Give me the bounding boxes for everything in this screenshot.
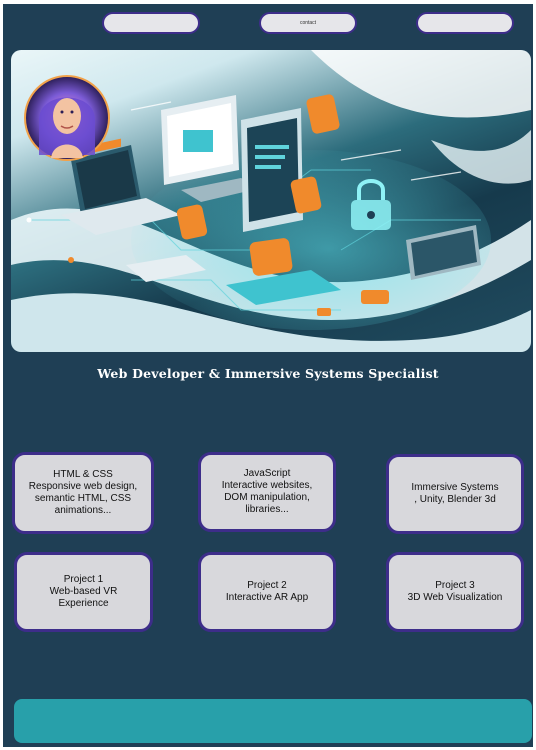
skill-card-html-css[interactable]: HTML & CSS Responsive web design, semant… — [12, 452, 154, 534]
orange-card-shape — [290, 176, 322, 214]
avatar — [24, 75, 110, 161]
card-title: JavaScript — [243, 468, 291, 479]
platform-shape — [126, 255, 206, 282]
card-title: HTML & CSS — [53, 469, 113, 480]
card-title: Project 2 — [247, 580, 287, 591]
card-description: Web-based VR Experience — [49, 586, 118, 609]
project-card-3[interactable]: Project 3 3D Web Visualization — [386, 552, 524, 632]
nav-button-left[interactable] — [102, 12, 200, 34]
card-description: 3D Web Visualization — [407, 592, 503, 603]
project-card-2[interactable]: Project 2 Interactive AR App — [198, 552, 336, 632]
skill-card-javascript[interactable]: JavaScript Interactive websites, DOM man… — [198, 452, 336, 532]
monitor-center-shape — [161, 95, 261, 202]
footer-bar — [14, 699, 532, 743]
page: contact — [3, 4, 533, 747]
swoosh-shape — [311, 50, 531, 118]
nav-button-right[interactable] — [416, 12, 514, 34]
orange-card-shape — [361, 290, 389, 304]
orange-card-shape — [249, 238, 293, 276]
skill-card-immersive-systems[interactable]: Immersive Systems , Unity, Blender 3d — [386, 454, 524, 534]
card-description: Responsive web design, semantic HTML, CS… — [28, 481, 138, 516]
dot-shape — [26, 217, 32, 223]
sparkle-lines — [130, 101, 462, 181]
lock-icon — [351, 179, 391, 230]
card-description: Interactive AR App — [225, 592, 309, 603]
project-card-1[interactable]: Project 1 Web-based VR Experience — [14, 552, 153, 632]
hero-illustration — [11, 50, 531, 352]
orange-card-shape — [317, 308, 331, 316]
card-title: Project 1 — [63, 574, 104, 585]
card-title: Project 3 — [435, 580, 475, 591]
nav-button-contact-label: contact — [299, 20, 317, 26]
dot-shape — [68, 257, 74, 263]
tagline: Web Developer & Immersive Systems Specia… — [97, 366, 439, 381]
platform-shape — [226, 270, 341, 305]
orange-card-shape — [306, 94, 340, 134]
swoosh-shape — [11, 293, 531, 352]
orange-card-shape — [176, 204, 208, 240]
card-title: Immersive Systems — [411, 482, 499, 493]
nav-button-contact[interactable]: contact — [259, 12, 357, 34]
laptop-left-shape — [61, 138, 181, 235]
monitor-right-shape — [241, 108, 303, 232]
card-description: Interactive websites, DOM manipulation, … — [221, 480, 313, 515]
tablet-shape — [411, 230, 477, 276]
swoosh-shape — [431, 130, 531, 184]
card-description: , Unity, Blender 3d — [414, 494, 496, 505]
hero-image — [11, 50, 531, 352]
